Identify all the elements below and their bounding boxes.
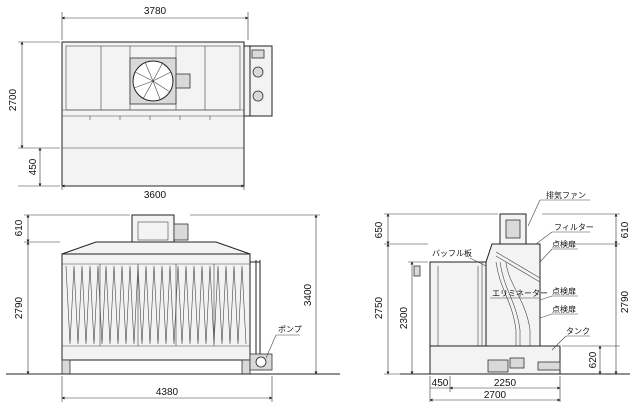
label-inspection-door-3: 点検扉 — [552, 304, 576, 314]
side-width-total: 2700 — [484, 390, 507, 401]
label-eliminator: エリミネーター — [492, 289, 548, 298]
side-height-body-right: 2790 — [620, 290, 631, 313]
front-hood — [61, 241, 251, 255]
label-filter: フィルター — [554, 223, 594, 232]
exhaust-fan-icon — [505, 219, 521, 239]
side-view: 排気ファン フィルター 点検扉 バッフル板 エリミネーター 点検扉 点検扉 タン… — [374, 190, 631, 402]
side-height-inner: 2300 — [399, 306, 410, 329]
side-height-top-left: 650 — [374, 221, 385, 238]
top-width-total: 3780 — [144, 6, 167, 17]
side-height-top-right: 610 — [620, 221, 631, 238]
front-height-total: 3400 — [303, 283, 314, 306]
front-fan-box — [131, 214, 175, 246]
label-exhaust-fan: 排気ファン — [546, 190, 586, 200]
side-width-offset: 450 — [432, 378, 449, 389]
label-tank: タンク — [566, 327, 590, 336]
front-motor — [173, 223, 189, 241]
filter-pleats — [65, 265, 247, 345]
side-width-inner: 2250 — [494, 378, 517, 389]
front-width-total: 4380 — [156, 387, 179, 398]
label-baffle-plate: バッフル板 — [432, 248, 472, 258]
top-view: 3780 — [8, 6, 273, 201]
side-pump-icon — [487, 359, 509, 373]
front-height-body: 2790 — [14, 296, 25, 319]
top-height-total: 2700 — [8, 88, 19, 111]
front-view: ポンプ 610 2790 3400 4380 — [6, 214, 340, 402]
side-hood — [429, 261, 487, 347]
label-inspection-door-2: 点検扉 — [552, 286, 576, 296]
side-height-body-left: 2750 — [374, 296, 385, 319]
pump-label: ポンプ — [278, 325, 302, 334]
top-width-body: 3600 — [144, 190, 167, 201]
front-height-top: 610 — [14, 219, 25, 236]
side-height-tank: 620 — [588, 351, 599, 368]
top-height-lower: 450 — [28, 158, 39, 175]
